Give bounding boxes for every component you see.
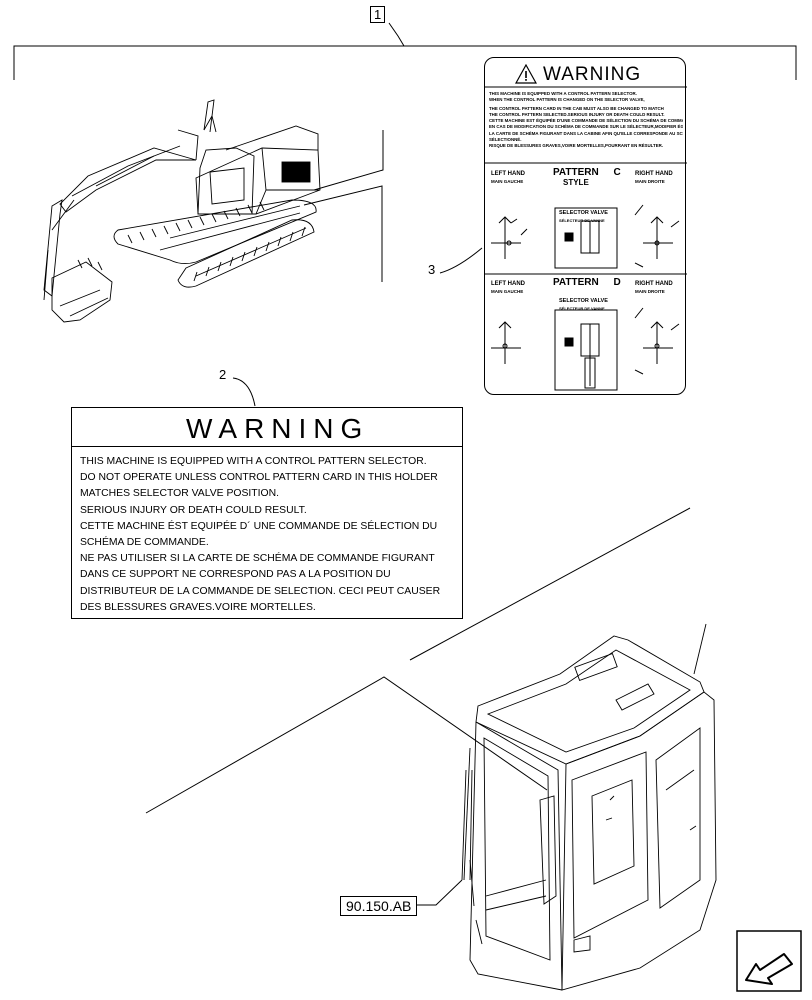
warning-line: NE PAS UTILISER SI LA CARTE DE SCHÉMA DE… <box>80 553 435 565</box>
cab-leader-2 <box>145 676 548 814</box>
warning-line: SERIOUS INJURY OR DEATH COULD RESULT. <box>80 504 307 516</box>
warning-line: DISTRIBUTEUR DE LA COMMANDE DE SELECTION… <box>80 585 441 597</box>
leader-line-decal <box>303 130 384 282</box>
leader-line-2 <box>232 377 256 407</box>
warning-line: DES BLESSURES GRAVES.VOIRE MORTELLES. <box>80 601 316 613</box>
navigation-arrow-button[interactable] <box>736 930 802 992</box>
warning-label-text: THIS MACHINE IS EQUIPPED WITH A CONTROL … <box>72 447 462 616</box>
decal-title: WARNING <box>543 64 642 85</box>
arrow-icon <box>736 930 802 992</box>
decal-header: WARNING <box>485 58 685 87</box>
decal-line: RISQUE DE BLESSURES GRAVES,VOIRE MORTELL… <box>489 142 664 148</box>
pattern-decal: WARNING THIS MACHINE IS EQUIPPED WITH A … <box>484 57 687 395</box>
pattern-d-letter: D <box>613 277 621 288</box>
pattern-d-title: PATTERN D <box>553 278 621 288</box>
decal-line: SÉLECTIONNÉ. <box>489 136 522 142</box>
pattern-d-left-fr: MAIN GAUCHE <box>491 289 524 294</box>
callout-2: 2 <box>219 367 227 382</box>
pattern-c-right: RIGHT HAND <box>635 171 673 177</box>
warning-line: CETTE MACHINE ÉST EQUIPÉE D´ UNE COMMAND… <box>80 520 438 532</box>
decal-text: THIS MACHINE IS EQUIPPED WITH A CONTROL … <box>489 91 683 149</box>
warning-line: THIS MACHINE IS EQUIPPED WITH A CONTROL … <box>80 456 427 467</box>
pattern-c-left-fr: MAIN GAUCHE <box>491 179 524 184</box>
warning-label-title: WARNING <box>186 413 370 444</box>
decal-line: CETTE MACHINE EST ÉQUIPÉE D'UNE COMMANDE… <box>489 118 683 124</box>
excavator-illustration <box>43 99 321 323</box>
assembly-bracket-tick <box>388 22 405 47</box>
warning-line: SCHÉMA DE COMMANDE. <box>80 536 209 548</box>
pattern-c-valve-fr: SÉLECTEUR DE VANNE <box>559 218 605 223</box>
pattern-c-valve: SELECTOR VALVE <box>559 210 608 216</box>
warning-line: DO NOT OPERATE UNLESS CONTROL PATTERN CA… <box>80 472 438 484</box>
pattern-d-right-fr: MAIN DROITE <box>635 289 665 294</box>
callout-3: 3 <box>428 262 436 277</box>
decal-line: WHEN THE CONTROL PATTERN IS CHANGED ON T… <box>489 97 645 103</box>
pattern-c-word: PATTERN <box>553 167 599 178</box>
warning-label-header: WARNING <box>72 408 462 447</box>
warning-line: DANS CE SUPPORT NE CORRESPOND PAS A LA P… <box>80 569 391 581</box>
decal-line: LA CARTE DE SCHÉMA FIGURANT DANS LA CABI… <box>489 130 683 136</box>
pattern-c-left: LEFT HAND <box>491 171 525 177</box>
pattern-d-left: LEFT HAND <box>491 281 525 287</box>
leader-line-3 <box>439 247 483 274</box>
pattern-d-valve-fr: SÉLECTEUR DE VANNE <box>559 306 605 311</box>
assembly-bracket <box>13 45 797 80</box>
warning-line: MATCHES SELECTOR VALVE POSITION. <box>80 488 280 500</box>
decal-dividers <box>485 86 687 391</box>
warning-label: WARNING THIS MACHINE IS EQUIPPED WITH A … <box>71 407 463 619</box>
decal-line: THIS MACHINE IS EQUIPPED WITH A CONTROL … <box>489 91 637 96</box>
pattern-c-style: STYLE <box>563 178 589 187</box>
decal-line: THE CONTROL PATTERN CARD IN THE CAB MUST… <box>489 106 664 112</box>
decal-line: THE CONTROL PATTERN SELECTED.SERIOUS INJ… <box>489 112 665 118</box>
pattern-c-letter: C <box>613 167 621 178</box>
reference-leader <box>416 879 463 906</box>
pattern-d-right: RIGHT HAND <box>635 281 673 287</box>
cab-leader-1 <box>409 507 691 661</box>
pattern-d-word: PATTERN <box>553 277 599 288</box>
reference-link[interactable]: 90.150.AB <box>340 896 418 916</box>
callout-1: 1 <box>370 6 386 23</box>
pattern-d-valve: SELECTOR VALVE <box>559 298 608 304</box>
pattern-c-title: PATTERN C <box>553 168 621 178</box>
decal-line: EN CAS DE MODIFICATION DU SCHÉMA DE COMM… <box>489 124 683 130</box>
cab-illustration <box>461 623 717 991</box>
warning-triangle-icon <box>515 64 537 84</box>
pattern-c-right-fr: MAIN DROITE <box>635 179 665 184</box>
